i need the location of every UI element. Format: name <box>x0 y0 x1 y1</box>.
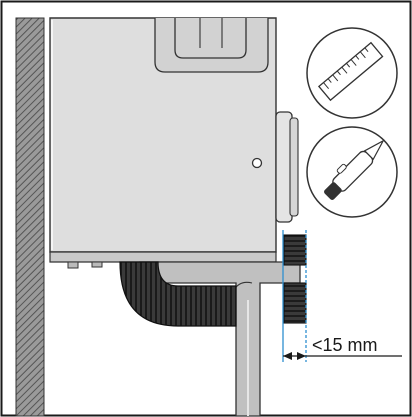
dimension-label: <15 mm <box>312 335 378 355</box>
drain-hose <box>119 234 307 327</box>
support-bracket <box>139 261 301 417</box>
ruler-icon <box>306 27 398 119</box>
utility-knife-icon <box>306 126 398 218</box>
door-knob <box>251 157 263 169</box>
exhaust-port <box>275 111 299 223</box>
wall <box>15 17 45 417</box>
appliance-body <box>49 17 277 269</box>
dimension-marker: <15 mm <box>282 230 402 362</box>
